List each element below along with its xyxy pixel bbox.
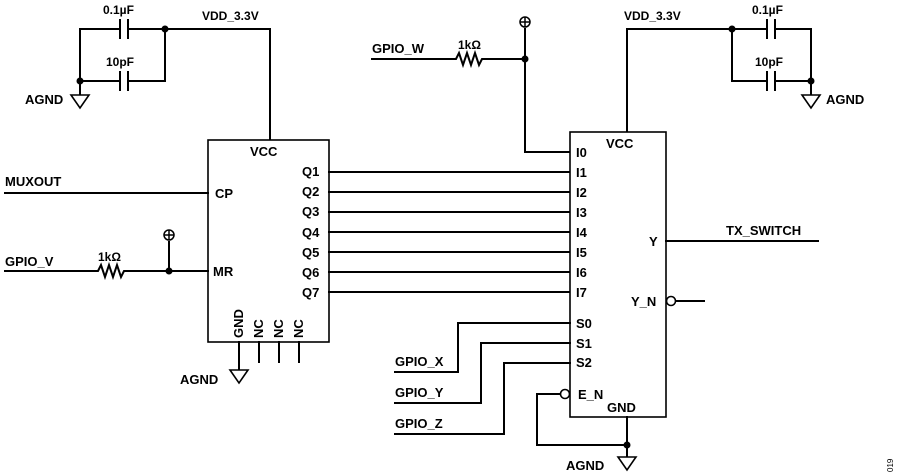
counter-vcc-pin: VCC	[250, 144, 278, 159]
mux-vcc-pin: VCC	[606, 136, 634, 151]
agnd-label-counter: AGND	[180, 372, 218, 387]
left-decoupling-caps: 0.1µF 10pF VDD_3.3V AGND	[25, 3, 271, 141]
counter-cp-pin: CP	[215, 186, 233, 201]
y-n-inversion-bubble	[665, 295, 677, 307]
mux-i0-pin: I0	[576, 145, 587, 160]
counter-q4-pin: Q4	[302, 225, 320, 240]
counter-nc-pin-1: NC	[251, 319, 266, 338]
counter-q5-pin: Q5	[302, 245, 319, 260]
mux-s0-pin: S0	[576, 316, 592, 331]
vdd-label-right: VDD_3.3V	[624, 9, 681, 23]
mux-gnd-pin: GND	[607, 400, 636, 415]
counter-q2-pin: Q2	[302, 184, 319, 199]
gpio-w-net-label: GPIO_W	[372, 41, 425, 56]
mux-s1-pin: S1	[576, 336, 592, 351]
figure-id: 019	[886, 458, 895, 472]
agnd-label-mux: AGND	[566, 458, 604, 473]
mux-i1-pin: I1	[576, 165, 587, 180]
counter-ic: VCC CP MR Q1 Q2 Q3 Q4 Q5 Q6 Q7 GND NC NC…	[180, 139, 330, 387]
agnd-symbol-top-left	[69, 94, 91, 110]
mux-i7-pin: I7	[576, 285, 587, 300]
counter-nc-pin-2: NC	[271, 319, 286, 338]
resistor-1k-gpio-v: 1kΩ	[98, 250, 121, 264]
vdd-label-left: VDD_3.3V	[202, 9, 259, 23]
mux-ground-net: AGND	[536, 388, 638, 473]
mux-s2-pin: S2	[576, 355, 592, 370]
select-lines: GPIO_X GPIO_Y GPIO_Z	[394, 322, 571, 435]
counter-mr-pin: MR	[213, 264, 234, 279]
gpio-x-net-label: GPIO_X	[395, 354, 444, 369]
gpio-z-net-label: GPIO_Z	[395, 416, 443, 431]
gpio-v-net-label: GPIO_V	[5, 254, 54, 269]
mux-i3-pin: I3	[576, 205, 587, 220]
counter-q3-pin: Q3	[302, 204, 319, 219]
counter-to-mux-bus	[328, 171, 571, 293]
cap-0-1uf-left: 0.1µF	[103, 3, 134, 17]
mux-y-n-pin: Y_N	[631, 294, 656, 309]
mux-i4-pin: I4	[576, 225, 588, 240]
muxout-net-label: MUXOUT	[5, 174, 61, 189]
gpio-w-pullup: GPIO_W 1kΩ	[371, 16, 571, 153]
counter-q1-pin: Q1	[302, 164, 319, 179]
cap-0-1uf-right: 0.1µF	[752, 3, 783, 17]
mux-e-n-pin: E_N	[578, 387, 603, 402]
counter-nc-pin-3: NC	[291, 319, 306, 338]
mux-i5-pin: I5	[576, 245, 587, 260]
agnd-label-top-left: AGND	[25, 92, 63, 107]
cap-10pf-left: 10pF	[106, 55, 134, 69]
agnd-symbol-mux	[616, 456, 638, 472]
gpio-v-pullup: GPIO_V 1kΩ	[4, 229, 209, 281]
mux-i2-pin: I2	[576, 185, 587, 200]
agnd-symbol-counter	[228, 369, 250, 385]
tx-switch-net-label: TX_SWITCH	[726, 223, 801, 238]
right-decoupling-caps: VDD_3.3V 0.1µF 10pF AGND	[624, 3, 864, 133]
mux-y-pin: Y	[649, 234, 658, 249]
resistor-1k-gpio-w: 1kΩ	[458, 38, 481, 52]
counter-q6-pin: Q6	[302, 265, 319, 280]
cap-10pf-right: 10pF	[755, 55, 783, 69]
agnd-symbol-top-right	[800, 94, 822, 110]
e-n-inversion-bubble	[559, 388, 571, 400]
mux-ic: VCC I0 I1 I2 I3 I4 I5 I6 I7 S0 S1 S2 E_N…	[569, 131, 667, 418]
counter-gnd-pin: GND	[231, 309, 246, 338]
gpio-y-net-label: GPIO_Y	[395, 385, 444, 400]
mux-i6-pin: I6	[576, 265, 587, 280]
agnd-label-top-right: AGND	[826, 92, 864, 107]
counter-q7-pin: Q7	[302, 285, 319, 300]
